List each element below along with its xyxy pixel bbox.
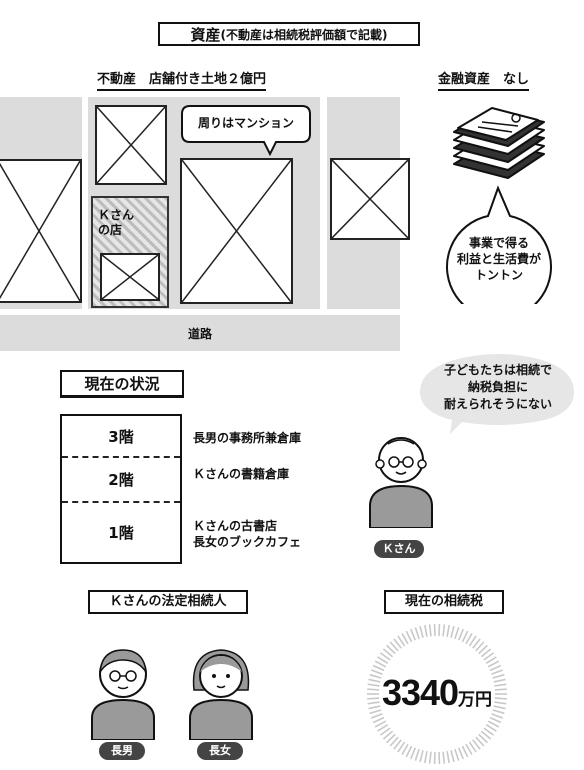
ksan-thought-bubble: [420, 354, 574, 434]
mansion-bubble: [181, 105, 311, 156]
building-top-small: [95, 105, 167, 185]
realestate-label: 不動産 店舗付き土地２億円: [97, 68, 267, 91]
tax-amount: 3340万円: [360, 672, 514, 714]
daughter-figure: [189, 649, 253, 740]
floor-2-use: Ｋさんの書籍倉庫: [193, 467, 290, 481]
financial-label-text: 金融資産 なし: [438, 72, 530, 87]
heirs-label-text: Ｋさんの法定相続人: [109, 594, 227, 609]
ksan-shop-label-line2: の店: [98, 223, 123, 237]
tax-label-text: 現在の相続税: [404, 594, 483, 609]
road-label: 道路: [187, 327, 212, 341]
tax-amount-unit: 万円: [458, 690, 493, 709]
ksan-thought-line3: 耐えられそうにない: [443, 397, 552, 411]
assets-subtitle: (不動産は相続税評価額で記載): [220, 27, 388, 42]
financial-bubble-line2: 利益と生活費が: [456, 252, 541, 266]
floor-1-use-line2: 長女のブックカフェ: [193, 535, 302, 549]
financial-bubble-text: 事業で得る 利益と生活費が トントン: [440, 235, 558, 283]
tax-amount-value: 3340: [381, 672, 459, 713]
floor-2: 2階: [62, 458, 180, 503]
assets-header: 資産 (不動産は相続税評価額で記載): [158, 22, 420, 46]
floor-2-name: 2階: [108, 471, 134, 489]
ksan-shop-label-line1: Ｋさん: [98, 208, 135, 222]
floor-1: 1階: [62, 503, 180, 562]
son-figure: [91, 649, 155, 740]
tax-burst-ring: [367, 624, 507, 764]
situation-title: 現在の状況: [60, 370, 184, 398]
floor-diagram: 3階 2階 1階: [60, 414, 182, 564]
son-badge: 長男: [99, 742, 145, 760]
financial-bubble-line3: トントン: [474, 268, 523, 282]
floor-3-use: 長男の事務所兼倉庫: [193, 431, 302, 445]
building-left: [0, 159, 82, 303]
ksan-shop-label: Ｋさん の店: [98, 208, 134, 238]
realestate-label-text: 不動産 店舗付き土地２億円: [97, 72, 267, 87]
floor-1-name: 1階: [108, 524, 134, 542]
daughter-badge: 長女: [197, 742, 243, 760]
financial-bubble-line1: 事業で得る: [468, 236, 529, 250]
financial-bubble: [446, 185, 552, 304]
situation-title-text: 現在の状況: [84, 375, 160, 393]
mansion-bubble-text: 周りはマンション: [197, 116, 294, 130]
building-mansion: [180, 158, 293, 304]
heirs-label: Ｋさんの法定相続人: [88, 590, 248, 614]
money-stack-icon: [453, 107, 545, 179]
building-right: [330, 158, 410, 240]
floor-3-name: 3階: [108, 427, 134, 446]
ksan-figure: [369, 437, 433, 528]
road: [0, 315, 400, 351]
tax-label: 現在の相続税: [384, 590, 504, 614]
assets-title: 資産: [190, 25, 221, 44]
floor-1-use-line1: Ｋさんの古書店: [193, 519, 278, 533]
ksan-thought-text: 子どもたちは相続で 納税負担に 耐えられそうにない: [418, 362, 578, 413]
ksan-thought-line1: 子どもたちは相続で: [443, 363, 552, 377]
ksan-thought-line2: 納税負担に: [467, 380, 528, 394]
ksan-badge: Ｋさん: [374, 540, 424, 558]
financial-label: 金融資産 なし: [438, 68, 530, 91]
ksan-shop-building: [100, 253, 160, 301]
floor-3: 3階: [62, 416, 180, 458]
